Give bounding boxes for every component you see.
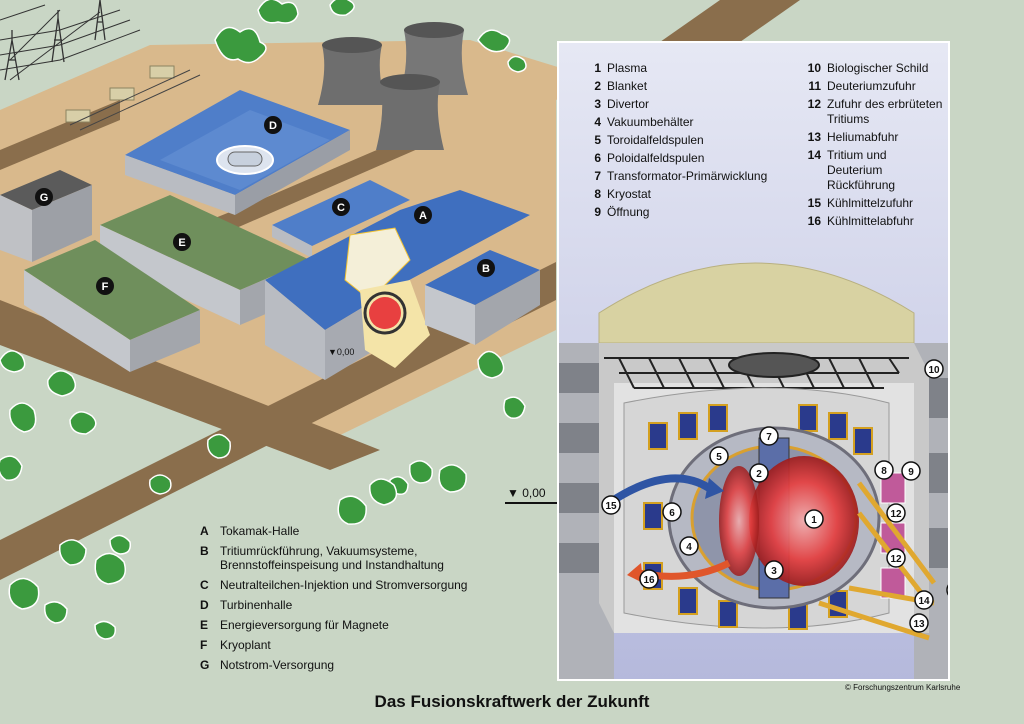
- pylons: [4, 0, 106, 81]
- svg-text:E: E: [178, 237, 185, 249]
- transformers: [65, 65, 175, 123]
- svg-text:7: 7: [766, 432, 772, 443]
- building-b: [425, 250, 540, 345]
- svg-text:10: 10: [928, 365, 940, 376]
- svg-text:12: 12: [890, 554, 902, 565]
- plasma: [749, 456, 859, 586]
- svg-text:F: F: [102, 281, 109, 293]
- level-marker-panel: ▼ 0,00: [507, 486, 546, 500]
- roof-truss: [604, 352, 909, 389]
- svg-text:12: 12: [890, 509, 902, 520]
- svg-text:5: 5: [716, 452, 722, 463]
- copyright-credit: © Forschungszentrum Karlsruhe: [845, 683, 961, 692]
- svg-text:A: A: [419, 210, 427, 222]
- svg-text:2: 2: [756, 469, 762, 480]
- svg-text:16: 16: [643, 575, 655, 586]
- building-d: [125, 90, 350, 215]
- coolant-in-arrow: [606, 474, 712, 507]
- building-markers: D G E F C A B: [35, 116, 495, 295]
- svg-text:C: C: [337, 202, 345, 214]
- svg-text:8: 8: [881, 466, 887, 477]
- svg-text:14: 14: [918, 596, 930, 607]
- svg-text:13: 13: [913, 619, 925, 630]
- svg-text:9: 9: [908, 467, 914, 478]
- page-title: Das Fusionskraftwerk der Zukunft: [374, 692, 650, 711]
- containment-dome: [598, 262, 915, 344]
- cooling-towers: [318, 22, 468, 150]
- road-top-right: [660, 0, 800, 42]
- svg-text:3: 3: [771, 566, 777, 577]
- svg-text:15: 15: [605, 501, 617, 512]
- building-a: [265, 190, 530, 380]
- level-marker-site: ▼0,00: [328, 347, 355, 357]
- svg-text:G: G: [40, 192, 49, 204]
- svg-text:B: B: [482, 263, 490, 275]
- trees: [0, 0, 527, 640]
- svg-text:4: 4: [686, 542, 692, 553]
- svg-text:6: 6: [669, 508, 675, 519]
- svg-text:1: 1: [811, 515, 817, 526]
- svg-text:D: D: [269, 120, 277, 132]
